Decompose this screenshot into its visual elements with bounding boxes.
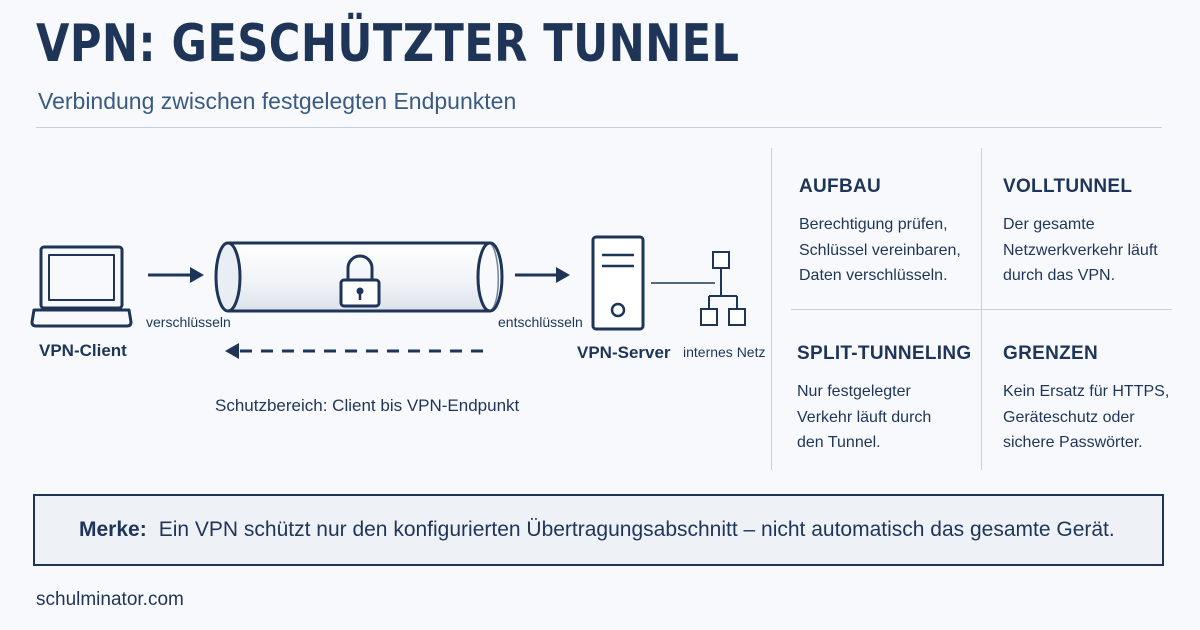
cards-horizontal-divider — [791, 309, 1172, 310]
note-label: Merke: — [79, 518, 147, 541]
decrypt-label: entschlüsseln — [498, 314, 583, 330]
arrow-right-icon — [515, 267, 570, 283]
vpn-server-label: VPN-Server — [577, 343, 671, 362]
arrow-right-icon — [148, 267, 204, 283]
card-line: Schlüssel vereinbaren, — [799, 241, 961, 259]
card-line: durch das VPN. — [1003, 267, 1116, 284]
page-title: VPN: GESCHÜTZTER TUNNEL — [36, 14, 740, 74]
card-line: Verkehr läuft durch — [797, 408, 932, 426]
tunnel-icon — [214, 241, 504, 313]
card-title: VOLLTUNNEL — [1003, 176, 1133, 197]
network-tree-icon — [700, 251, 746, 326]
card-line: Geräteschutz oder — [1003, 408, 1135, 426]
info-card-setup: AUFBAU Berechtigung prüfen, Schlüssel ve… — [799, 176, 989, 289]
info-card-split-tunneling: SPLIT-TUNNELING Nur festgelegter Verkehr… — [797, 343, 987, 456]
card-text: Berechtigung prüfen, Schlüssel vereinbar… — [799, 212, 989, 289]
note-box: Merke: Ein VPN schützt nur den konfiguri… — [33, 494, 1164, 566]
card-line: Berechtigung prüfen, — [799, 216, 948, 233]
card-line: den Tunnel. — [797, 434, 881, 451]
card-title: SPLIT-TUNNELING — [797, 343, 972, 364]
card-title: AUFBAU — [799, 176, 882, 197]
card-text: Kein Ersatz für HTTPS, Geräteschutz oder… — [1003, 379, 1193, 456]
protection-scope-label: Schutzbereich: Client bis VPN-Endpunkt — [215, 396, 520, 415]
card-line: Kein Ersatz für HTTPS, — [1003, 383, 1170, 400]
card-title: GRENZEN — [1003, 343, 1098, 364]
dashed-arrow-left-icon — [225, 343, 490, 359]
card-line: Nur festgelegter — [797, 383, 911, 400]
title-divider — [36, 127, 1162, 128]
vpn-client-label: VPN-Client — [39, 341, 127, 360]
card-text: Der gesamte Netzwerkverkehr läuft durch … — [1003, 212, 1193, 289]
note-text: Ein VPN schützt nur den konfigurierten Ü… — [158, 518, 1115, 541]
card-line: Daten verschlüsseln. — [799, 267, 948, 284]
encrypt-label: verschlüsseln — [146, 314, 231, 330]
card-line: Der gesamte — [1003, 216, 1095, 233]
internal-network-label: internes Netz — [683, 344, 766, 360]
info-card-limits: GRENZEN Kein Ersatz für HTTPS, Gerätesch… — [1003, 343, 1193, 456]
page-subtitle: Verbindung zwischen festgelegten Endpunk… — [38, 88, 517, 114]
server-icon — [591, 235, 645, 331]
laptop-icon — [30, 245, 133, 328]
padlock-icon — [339, 254, 381, 308]
card-line: Netzwerkverkehr läuft — [1003, 241, 1158, 259]
card-line: sichere Passwörter. — [1003, 434, 1143, 451]
footer-source: schulminator.com — [36, 589, 184, 610]
info-card-full-tunnel: VOLLTUNNEL Der gesamte Netzwerkverkehr l… — [1003, 176, 1193, 289]
card-text: Nur festgelegter Verkehr läuft durch den… — [797, 379, 987, 456]
cards-left-divider — [771, 148, 772, 470]
